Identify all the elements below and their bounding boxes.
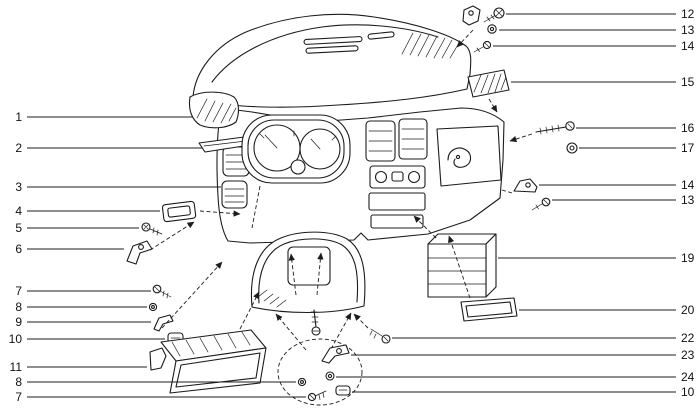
screw-12 [483, 7, 505, 23]
radio-opening [368, 192, 426, 229]
bracket-23 [321, 344, 350, 364]
washer-24 [325, 371, 335, 381]
screw-14 [473, 40, 492, 53]
callout-label: 14 [681, 39, 695, 53]
callout-24: 24 [336, 370, 695, 384]
screw-7 [152, 284, 172, 299]
callout-label: 24 [681, 370, 695, 384]
switch-4 [161, 200, 241, 223]
screw-13 [531, 197, 551, 211]
lower-center-cover [250, 231, 366, 314]
glovebox-door [436, 125, 502, 187]
callout-label: 8 [15, 375, 22, 389]
lower-left-panel [149, 291, 267, 394]
callout-label: 2 [15, 141, 22, 155]
callout-8: 8 [15, 375, 296, 389]
screw-7b [307, 390, 327, 402]
callout-label: 10 [681, 385, 695, 399]
screw-vertical [310, 309, 321, 336]
callout-3: 3 [15, 180, 221, 194]
callout-5: 5 [15, 221, 139, 235]
callout-label: 8 [15, 300, 22, 314]
callout-label: 14 [681, 178, 695, 192]
callout-16: 16 [576, 121, 695, 135]
screw-5 [141, 222, 163, 236]
callout-17: 17 [579, 141, 695, 155]
screw-22 [353, 313, 391, 344]
fastener-group-top [456, 5, 505, 53]
dashboard-top-pad [192, 13, 472, 108]
clip-14 [501, 178, 538, 194]
screw-16 [509, 121, 575, 143]
fastener-group-bottom [275, 309, 363, 406]
instrument-cluster [241, 114, 351, 184]
callout-label: 11 [10, 360, 23, 374]
defroster-vents [303, 31, 395, 54]
callout-20: 20 [519, 303, 695, 317]
callout-label: 20 [681, 303, 695, 317]
panel-bracket [149, 347, 167, 371]
callout-13: 13 [552, 193, 695, 207]
storage-tray [448, 235, 518, 322]
washer-8 [148, 302, 158, 312]
callout-8: 8 [15, 300, 147, 314]
small-gauge [290, 159, 306, 175]
callout-label: 5 [15, 221, 22, 235]
callout-label: 22 [681, 331, 695, 345]
callout-label: 12 [681, 7, 695, 21]
bracket-6 [126, 221, 195, 265]
callout-1: 1 [15, 110, 192, 124]
callout-7: 7 [15, 284, 151, 298]
callout-label: 19 [681, 251, 695, 265]
center-vents [365, 118, 428, 162]
callout-15: 15 [511, 75, 695, 89]
callout-label: 15 [681, 75, 695, 89]
callout-7: 7 [15, 390, 306, 404]
callout-label: 10 [9, 332, 23, 346]
climate-controls [369, 165, 426, 189]
callout-6: 6 [15, 242, 124, 256]
callout-label: 3 [15, 180, 22, 194]
right-end-vent [467, 69, 510, 113]
callout-label: 1 [15, 110, 22, 124]
callout-10: 10 [9, 332, 165, 346]
callout-14: 14 [493, 39, 695, 53]
clip-10b [335, 385, 351, 396]
callout-label: 17 [681, 141, 695, 155]
washer-8b [297, 377, 307, 387]
callout-label: 13 [681, 193, 695, 207]
callout-14: 14 [539, 178, 695, 192]
callout-label: 7 [15, 390, 22, 404]
radio-cage [413, 215, 497, 298]
callout-label: 9 [15, 315, 22, 329]
washer-13 [487, 24, 497, 34]
callout-4: 4 [15, 204, 160, 218]
callout-11: 11 [10, 360, 147, 374]
callout-label: 13 [681, 23, 695, 37]
callout-label: 23 [681, 348, 695, 362]
assembly-line-cluster [251, 185, 261, 229]
callout-9: 9 [15, 315, 151, 329]
callout-2: 2 [15, 141, 202, 155]
callout-23: 23 [351, 348, 695, 362]
assembly-line-left [161, 261, 223, 329]
callout-label: 16 [681, 121, 695, 135]
callout-label: 4 [15, 204, 22, 218]
callout-label: 7 [15, 284, 22, 298]
callout-13: 13 [499, 23, 695, 37]
grommet-17 [566, 142, 578, 154]
speaker-grille-hatch [401, 32, 460, 59]
cluster-hood-pad [188, 91, 239, 129]
callout-19: 19 [498, 251, 695, 265]
callout-22: 22 [392, 331, 695, 345]
callout-label: 6 [15, 242, 22, 256]
callout-12: 12 [506, 7, 695, 21]
callout-10: 10 [352, 385, 695, 399]
bracket-9 [153, 314, 174, 332]
callout-layer: 1234567891011871213141516171413192022232… [9, 7, 695, 404]
